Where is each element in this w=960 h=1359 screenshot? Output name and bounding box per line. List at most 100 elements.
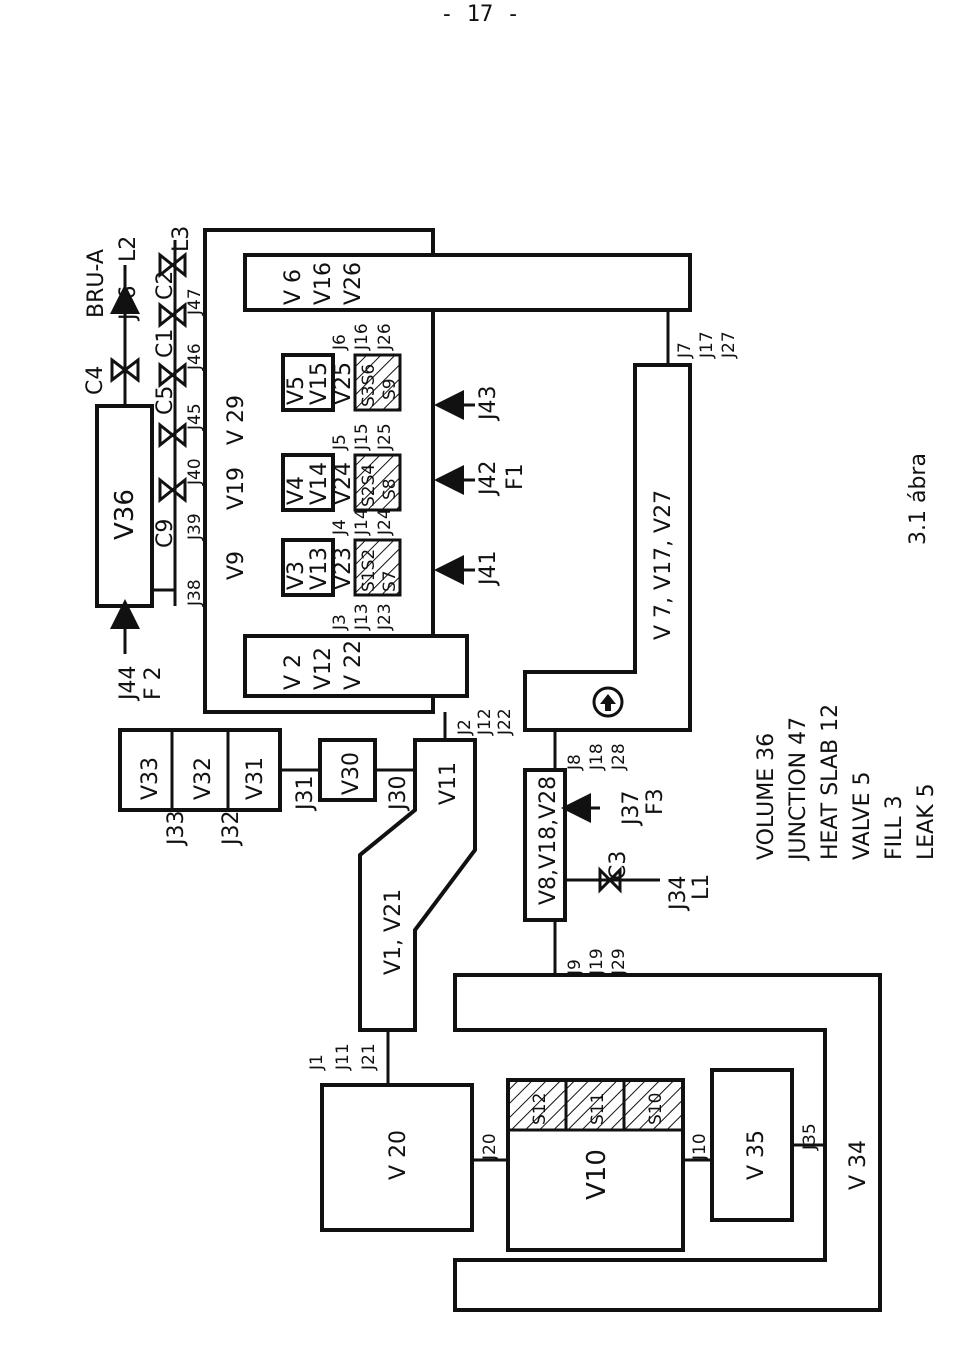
label-j19: J19 [587, 948, 607, 976]
summary-line: LEAK 5 [914, 783, 939, 860]
label-s7: S7 [380, 570, 400, 592]
label-v7: V 7, V17, V27 [651, 490, 676, 640]
label-v25: V25 [331, 362, 356, 405]
label-v5: V5 [284, 376, 309, 405]
volume-v30 [318, 738, 377, 802]
label-v6: V 6 [281, 269, 306, 305]
volume-v4 [281, 453, 335, 512]
label-v35: V 35 [744, 1130, 769, 1180]
label-j41: J41 [476, 551, 501, 587]
label-l2: L2 [116, 236, 141, 262]
label-v32: V32 [191, 757, 216, 800]
label-j27: J27 [719, 331, 739, 359]
label-j44: J44 [116, 666, 141, 702]
label-s1s2: S1S2 [359, 549, 379, 592]
pump-icon [592, 686, 624, 718]
label-j15: J15 [352, 423, 372, 451]
label-j7: J7 [675, 342, 695, 359]
slab-s2s4-s8 [353, 453, 402, 512]
label-v36: V36 [110, 489, 140, 540]
volume-v20 [320, 1083, 474, 1232]
label-j28: J28 [609, 743, 629, 771]
label-v1-v21: V1, V21 [381, 889, 406, 975]
summary-line: VALVE 5 [850, 772, 875, 860]
label-j6: J6 [330, 334, 350, 351]
volume-v2 [243, 634, 469, 698]
label-j20: J20 [480, 1133, 500, 1161]
summary-line: HEAT SLAB 12 [818, 704, 843, 860]
label-s9: S9 [380, 378, 400, 400]
label-v26: V26 [341, 262, 366, 305]
page-number: - 17 - [440, 2, 520, 27]
volume-v6 [243, 253, 692, 312]
label-l1: L1 [689, 874, 714, 900]
volume-v33-v32-v31 [118, 728, 282, 812]
volume-v11-v1-v21 [358, 738, 477, 1032]
label-j12: J12 [475, 708, 495, 736]
label-j32: J32 [219, 811, 244, 847]
label-v16: V16 [311, 262, 336, 305]
label-v19: V19 [224, 467, 249, 510]
label-j5: J5 [330, 434, 350, 451]
valve-l3-icon [158, 251, 187, 279]
label-f2: F 2 [141, 666, 166, 700]
label-v8: V8,V18,V28 [536, 776, 561, 905]
label-j3: J3 [330, 614, 350, 631]
label-s8: S8 [380, 478, 400, 500]
slab-s11 [564, 1078, 626, 1132]
label-v33: V33 [138, 757, 163, 800]
label-s3s6: S3S6 [359, 364, 379, 407]
label-j23: J23 [375, 603, 395, 631]
label-j36: J36 [116, 286, 141, 322]
label-j33: J33 [164, 811, 189, 847]
volume-v8-v18-v28 [523, 768, 567, 922]
label-j13: J13 [352, 603, 372, 631]
label-j18: J18 [587, 743, 607, 771]
label-j8: J8 [565, 754, 585, 771]
valve-c1-icon [158, 361, 187, 389]
volume-v7-v17-v27 [523, 363, 692, 732]
label-s10: S10 [646, 1093, 666, 1125]
valve-c3-icon [598, 866, 622, 894]
label-v11: V11 [436, 762, 461, 805]
summary-line: JUNCTION 47 [786, 717, 811, 862]
label-j9: J9 [565, 959, 585, 976]
label-j46: J46 [185, 343, 205, 371]
label-j16: J16 [352, 323, 372, 351]
label-s2s4: S2S4 [359, 464, 379, 507]
label-v14: V14 [307, 462, 332, 505]
label-j17: J17 [697, 331, 717, 359]
label-j42: J42 [476, 461, 501, 497]
valve-c5-icon [158, 421, 187, 449]
label-l3: L3 [169, 226, 194, 252]
label-c2: C2 [153, 271, 178, 300]
label-v9: V9 [224, 551, 249, 580]
volume-v3 [281, 538, 335, 597]
label-v30: V30 [339, 752, 364, 795]
label-v29: V 29 [224, 395, 249, 445]
label-j37: J37 [619, 791, 644, 827]
label-j14: J14 [352, 508, 372, 536]
label-v23: V23 [331, 547, 356, 590]
label-v20: V 20 [386, 1130, 411, 1180]
label-v15: V15 [307, 362, 332, 405]
summary-line: VOLUME 36 [754, 733, 779, 860]
label-j29: J29 [609, 948, 629, 976]
label-j10: J10 [690, 1133, 710, 1161]
label-j21: J21 [359, 1043, 379, 1071]
summary-line: FILL 3 [882, 795, 907, 860]
label-v10: V10 [582, 1149, 612, 1200]
volume-v35 [710, 1068, 794, 1222]
label-j24: J24 [375, 508, 395, 536]
label-v22: V 22 [341, 640, 366, 690]
valve-c9-icon [158, 476, 187, 504]
label-j31: J31 [293, 776, 318, 812]
slab-s12 [506, 1078, 568, 1132]
label-v13: V13 [307, 547, 332, 590]
label-j30: J30 [386, 776, 411, 812]
label-v2: V 2 [281, 654, 306, 690]
valve-c2-icon [158, 301, 187, 329]
label-s11: S11 [588, 1093, 608, 1125]
label-j11: J11 [333, 1043, 353, 1071]
label-j34: J34 [666, 876, 691, 912]
